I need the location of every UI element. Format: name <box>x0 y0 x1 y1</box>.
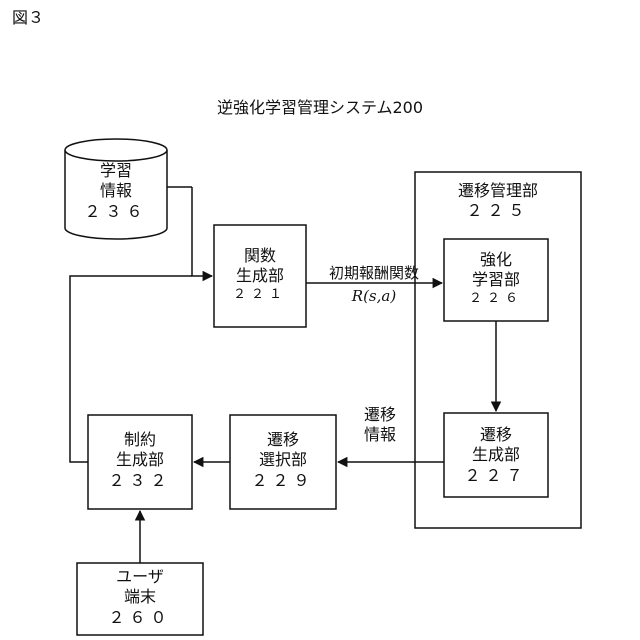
learning-info-label: 学習 情報 ２３６ <box>65 161 167 222</box>
user-terminal-label: ユーザ 端末 ２６０ <box>77 567 203 628</box>
transition-generator-label: 遷移 生成部 ２２７ <box>444 425 548 486</box>
function-generator-label: 関数 生成部 ２２１ <box>214 246 306 304</box>
reward-function-label: 初期報酬関数 <box>306 264 442 283</box>
reinforcement-learning-label: 強化 学習部 ２２６ <box>444 250 548 308</box>
reward-formula-label: R(s,a) <box>306 287 442 306</box>
transition-manager-label: 遷移管理部 ２２５ <box>415 181 581 222</box>
constraint-generator-label: 制約 生成部 ２３２ <box>88 430 192 491</box>
transition-info-label: 遷移 情報 <box>350 405 410 446</box>
edge-database-to-function <box>192 187 212 276</box>
transition-selector-label: 遷移 選択部 ２２９ <box>230 430 336 491</box>
figure-label: 図３ <box>12 8 44 28</box>
diagram-title: 逆強化学習管理システム200 <box>170 98 470 118</box>
